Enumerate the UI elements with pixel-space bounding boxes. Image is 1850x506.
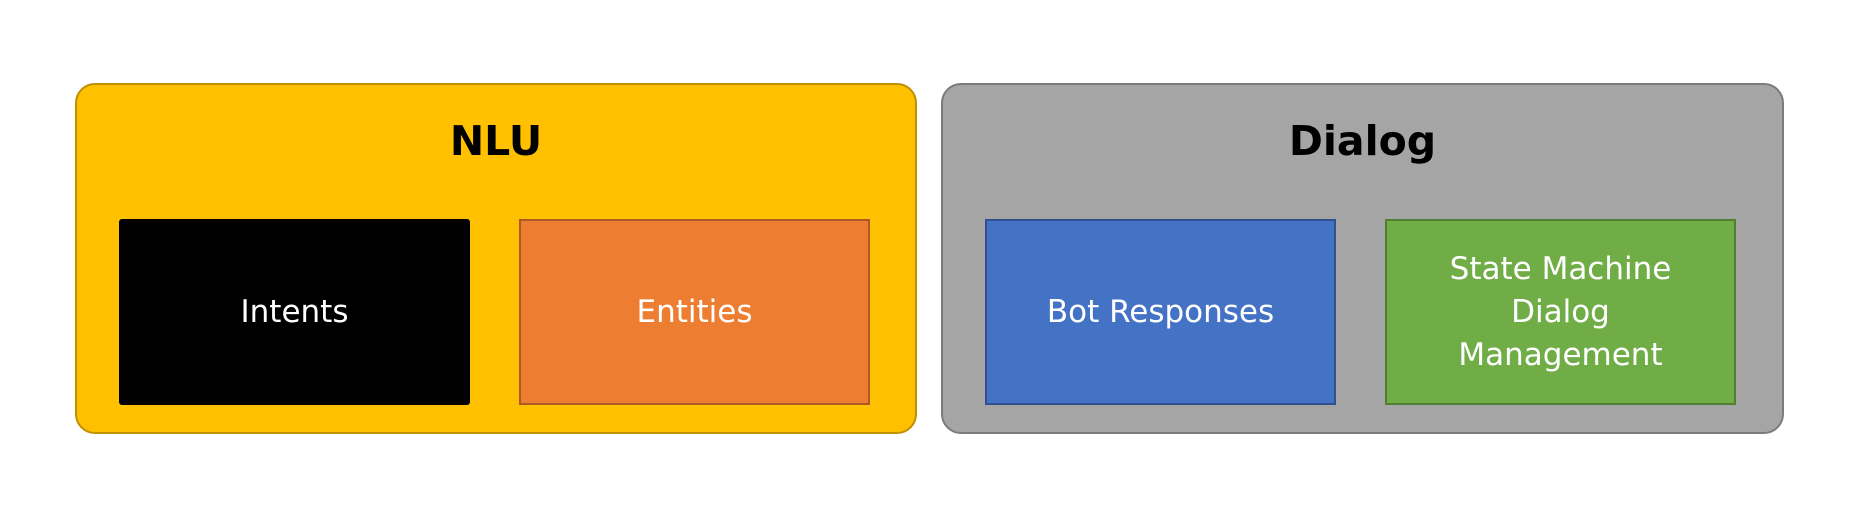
bot-responses-label: Bot Responses — [1046, 293, 1275, 330]
entities-box: Entities — [519, 219, 870, 405]
intents-box: Intents — [119, 219, 470, 405]
state-machine-label: State Machine Dialog Management — [1449, 250, 1672, 373]
state-machine-box: State Machine Dialog Management — [1385, 219, 1736, 405]
dialog-group: Dialog Bot Responses State Machine Dialo… — [941, 83, 1784, 434]
nlu-title: NLU — [449, 117, 543, 165]
intents-label: Intents — [240, 293, 349, 330]
dialog-title: Dialog — [1288, 117, 1437, 165]
entities-label: Entities — [636, 293, 753, 330]
bot-responses-box: Bot Responses — [985, 219, 1336, 405]
nlu-group: NLU Intents Entities — [75, 83, 917, 434]
